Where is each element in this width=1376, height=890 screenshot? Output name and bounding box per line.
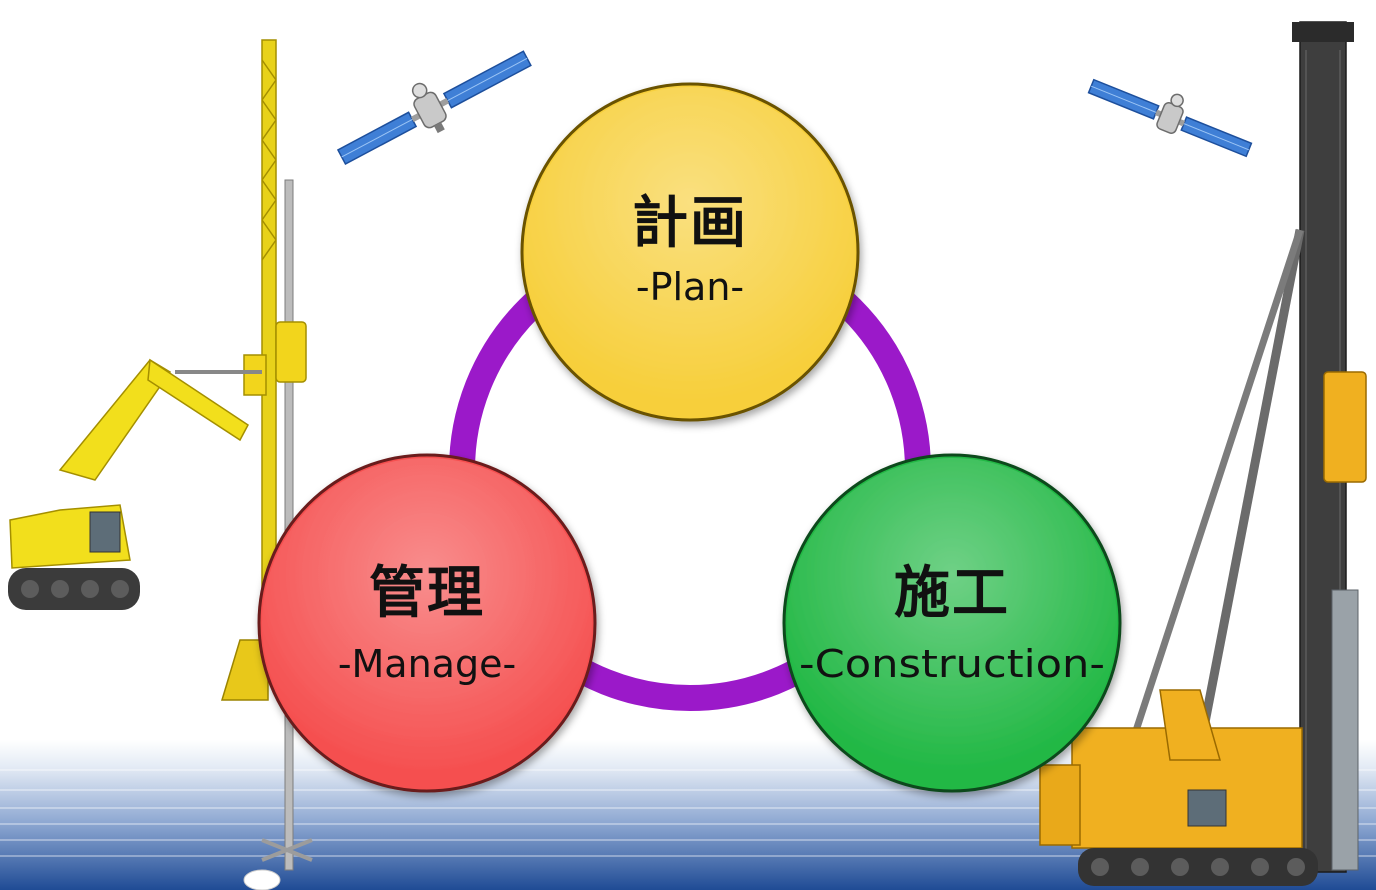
- cycle-node-construction: [782, 453, 1122, 793]
- pile-driver-crane-icon: [1039, 21, 1367, 886]
- satellite-icon: [336, 50, 532, 166]
- cycle-node-plan: [520, 82, 860, 422]
- node-subtitle-construction: -Construction-: [799, 642, 1105, 686]
- cycle-node-manage: [257, 453, 597, 793]
- satellite-icon: [1087, 78, 1253, 158]
- node-title-plan: 計画: [632, 191, 748, 256]
- node-title-manage: 管理: [369, 561, 485, 626]
- node-subtitle-manage: -Manage-: [338, 642, 516, 686]
- node-title-construction: 施工: [894, 561, 1010, 626]
- node-subtitle-plan: -Plan-: [636, 265, 744, 309]
